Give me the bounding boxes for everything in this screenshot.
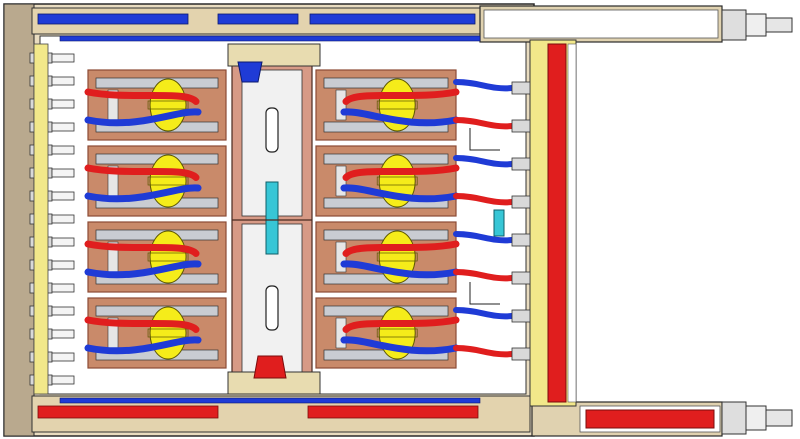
capacitor-band [147,176,189,186]
hot-tube [342,164,460,181]
capacitor-band [147,252,189,262]
power-module [315,221,460,293]
hot-tube [342,240,460,257]
hot-tube [342,316,460,333]
capacitor [149,306,187,360]
manifold-fitting [511,233,531,247]
left-fitting-nut [51,329,75,339]
manifold-fitting [511,271,531,285]
capacitor [149,154,187,208]
center-fittings [227,43,321,395]
capacitor-band [376,328,418,338]
manifold-fitting [511,119,531,133]
left-fitting-nut [51,375,75,385]
manifold-fitting [511,81,531,95]
cold-tube [340,108,460,127]
manifold-tube [453,345,515,358]
left-fitting-nut [51,260,75,270]
capacitor-band [376,176,418,186]
manifold-tube [453,307,515,320]
power-module [84,221,227,293]
capacitor-band [376,100,418,110]
bottom-extension-arm [531,401,793,437]
bus-bar [335,317,347,349]
power-module [84,69,227,141]
left-fitting-nut [51,168,75,178]
capacitor-band [147,100,189,110]
left-fitting-nut [51,145,75,155]
bypass-loop-outline [469,128,500,151]
left-fitting-nut [51,53,75,63]
manifold-fitting [511,195,531,209]
manifold-tubes [453,79,531,361]
hot-tube [84,88,200,105]
bus-bar [335,165,347,197]
left-fitting-nut [51,306,75,316]
left-fitting-nut [51,352,75,362]
right-manifold [529,39,577,407]
center-plate [231,59,313,381]
power-module [315,297,460,369]
right-connector-cyan [493,209,505,237]
capacitor [149,230,187,284]
capacitor [149,78,187,132]
manifold-tube [453,117,515,130]
hot-tube [84,316,200,333]
hot-tube [84,240,200,257]
manifold-fitting [511,347,531,361]
left-fitting-nut [51,122,75,132]
cold-tube [84,108,202,127]
hot-tube [84,164,200,181]
power-module [84,297,227,369]
manifold-fitting [511,157,531,171]
rail-lines [37,13,481,419]
capacitor-band [147,328,189,338]
capacitor-band [376,252,418,262]
bypass-loop-outline [469,282,500,305]
left-fitting-nut [51,214,75,224]
hot-tube [342,88,460,105]
left-fitting-nut [51,99,75,109]
bus-bar [335,241,347,273]
power-module [315,69,460,141]
top-extension-arm [479,5,793,43]
left-rail [33,43,49,395]
center-connector-cyan [265,181,279,255]
cold-tube [340,336,460,355]
left-fitting-nut [51,76,75,86]
manifold-tube [453,269,515,282]
left-fitting-nut [51,191,75,201]
manifold-fitting [511,309,531,323]
cold-tube [340,184,460,203]
power-module [84,145,227,217]
cold-tube [84,184,202,203]
cold-tube [84,260,202,279]
cold-tube [84,336,202,355]
bus-bar [335,89,347,121]
left-fitting-nut [51,283,75,293]
manifold-tube [453,231,515,244]
manifold-tube [453,79,515,92]
power-module [315,145,460,217]
manifold-tube [453,155,515,168]
power-modules [84,69,460,369]
left-fitting-nut [51,237,75,247]
cold-tube [340,260,460,279]
manifold-tube [453,193,515,206]
